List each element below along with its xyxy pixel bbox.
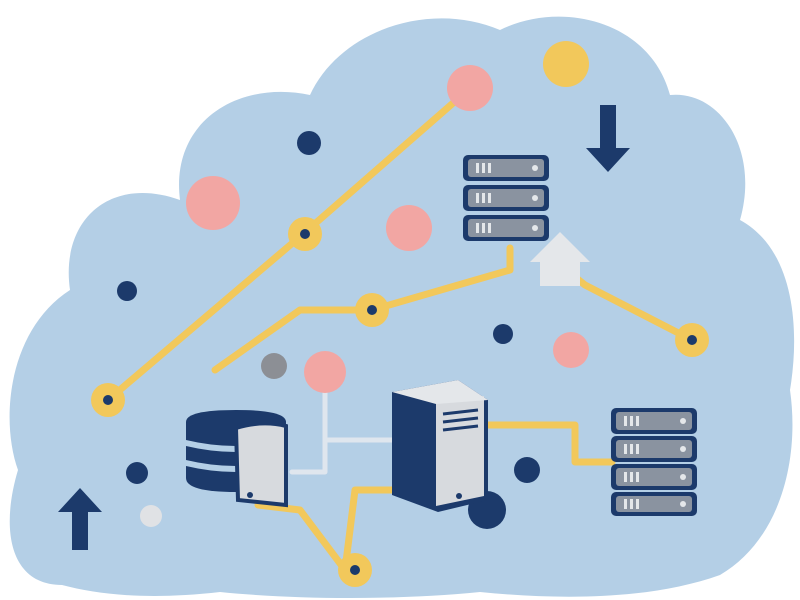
pink-dot [447,65,493,111]
light-gray-dot [140,505,162,527]
node-center [355,293,389,327]
pink-dot [304,351,346,393]
light-connectors [289,387,395,475]
server-unit [463,155,549,181]
server-rack-icon [611,408,697,516]
node-bottom [338,553,372,587]
db-to-tower-connector [289,437,328,475]
tower-server-icon [392,380,488,512]
database-door [233,421,288,508]
server-rack-icon [463,155,549,241]
arrow-down-icon [586,105,630,172]
database-icon [186,410,288,508]
server-unit [463,185,549,211]
pink-dot [553,332,589,368]
decorative-dots [117,41,589,529]
navy-dot [117,281,137,301]
navy-dot [297,131,321,155]
yellow-dot [543,41,589,87]
network-nodes [91,217,709,587]
server-unit [611,492,697,516]
tower-vents [442,408,479,432]
gray-dot [261,353,287,379]
pink-dot [186,176,240,230]
server-unit [611,464,697,490]
navy-dot [126,462,148,484]
house-arrow-icon [530,232,590,286]
server-unit [611,436,697,462]
node-left [91,383,125,417]
navy-dot [514,457,540,483]
arrow-up-icon [58,488,102,550]
node-right [675,323,709,357]
pink-dot [386,205,432,251]
server-unit [463,215,549,241]
node-upper-middle [288,217,322,251]
tower-to-rack-line [481,421,616,466]
server-unit [611,408,697,434]
navy-dot [493,324,513,344]
